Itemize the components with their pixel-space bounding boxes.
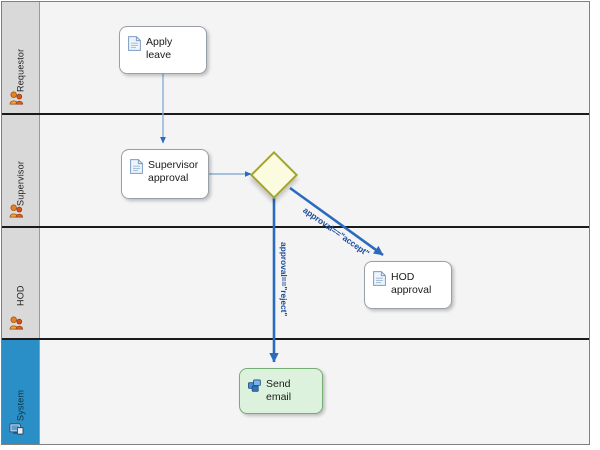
lane-hod[interactable]: HOD — [2, 228, 589, 338]
edge-label-reject: approval=="reject" — [279, 242, 289, 317]
lane-system-header[interactable]: System — [2, 340, 39, 444]
service-icon — [248, 379, 261, 392]
task-hod-approval[interactable]: HOD approval — [364, 261, 452, 309]
document-icon — [130, 159, 143, 174]
task-send-email-label: Send email — [266, 378, 292, 403]
lane-divider-2 — [2, 226, 589, 228]
people-icon — [9, 204, 24, 218]
lane-supervisor-header[interactable]: Supervisor — [2, 115, 39, 226]
lane-supervisor[interactable]: Supervisor — [2, 115, 589, 226]
connector-layer — [160, 74, 384, 363]
computer-icon — [9, 423, 24, 435]
people-icon — [9, 316, 24, 330]
task-supervisor-approval[interactable]: Supervisor approval — [121, 149, 209, 199]
task-send-email[interactable]: Send email — [239, 368, 323, 414]
lane-divider-3 — [2, 338, 589, 340]
document-icon — [128, 36, 141, 51]
task-apply-leave-label: Apply leave — [146, 36, 173, 61]
lane-hod-header[interactable]: HOD — [2, 228, 39, 338]
people-icon — [9, 91, 24, 105]
lane-divider-1 — [2, 113, 589, 115]
lane-hod-body[interactable] — [39, 228, 589, 338]
task-apply-leave[interactable]: Apply leave — [119, 26, 207, 74]
task-hod-approval-label: HOD approval — [391, 271, 432, 296]
lane-requestor-header[interactable]: Requestor — [2, 2, 39, 113]
connector-gateway-to-hod[interactable] — [289, 186, 384, 257]
document-icon — [373, 271, 386, 286]
task-supervisor-approval-label: Supervisor approval — [148, 159, 199, 184]
process-pool[interactable]: Requestor Supervisor — [1, 1, 590, 445]
